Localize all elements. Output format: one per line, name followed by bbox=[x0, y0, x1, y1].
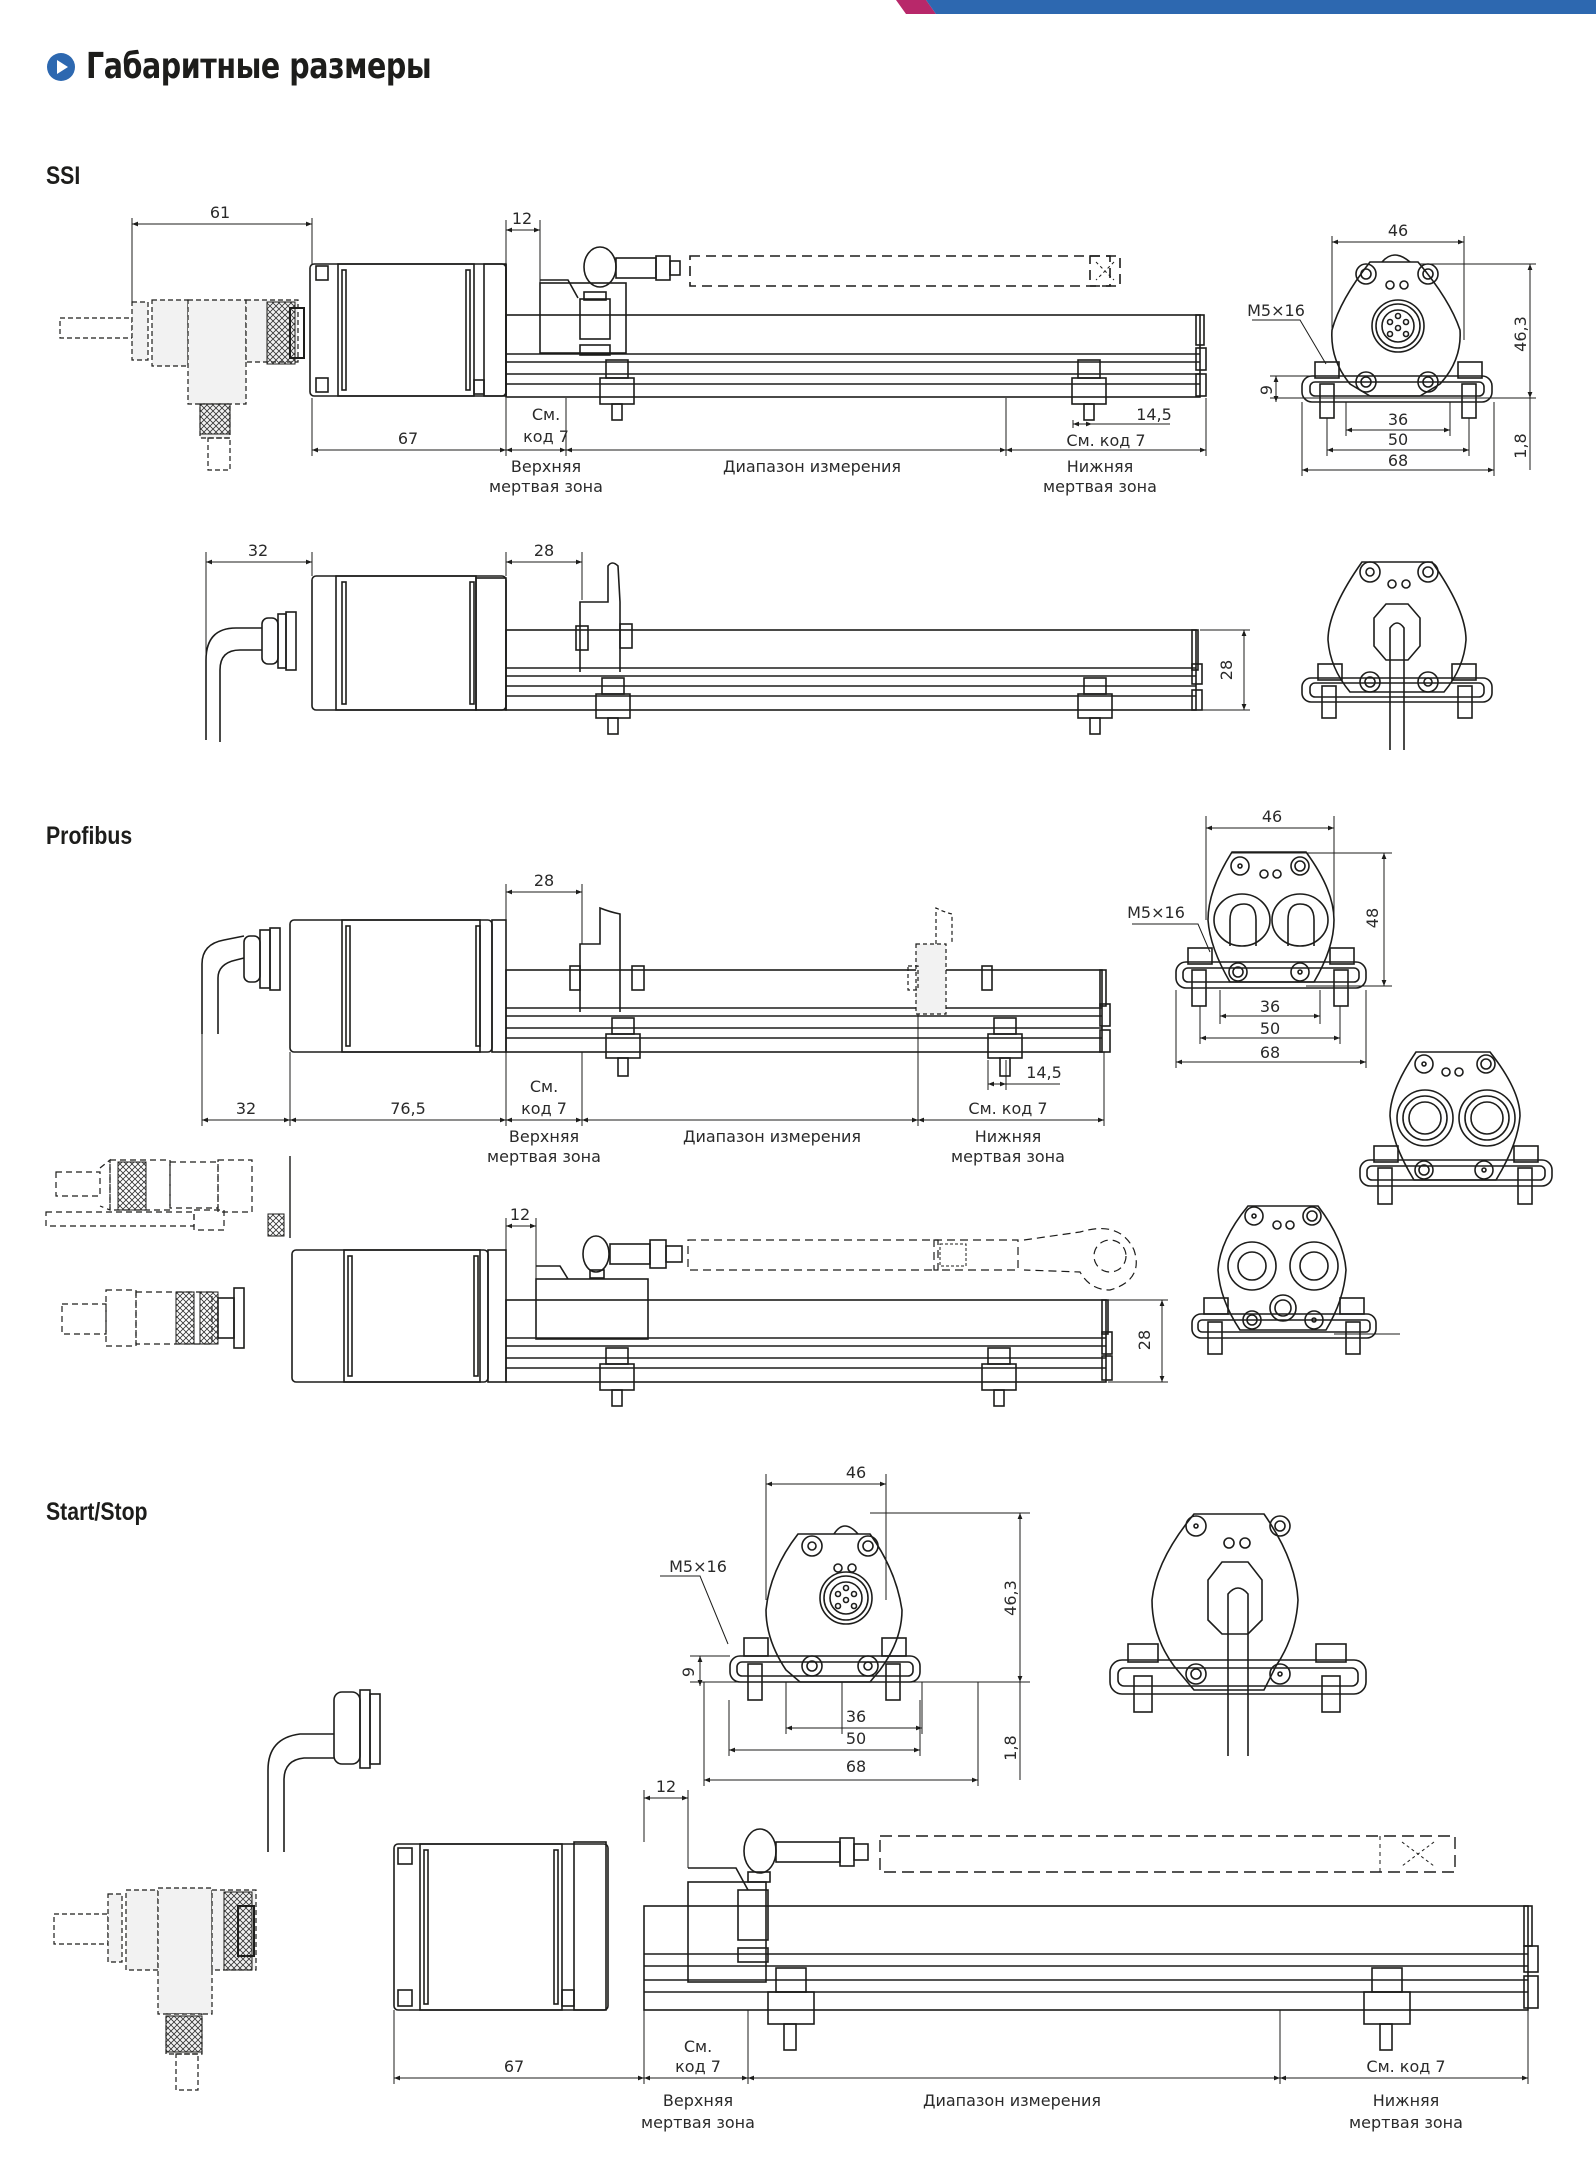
startstop-end-view-2 bbox=[1109, 1513, 1367, 1756]
pb-screw-label: M5×16 bbox=[1127, 903, 1185, 922]
ss-bottom-dead-label-2: мертвая зона bbox=[1349, 2113, 1463, 2132]
dim-ss-end-clamp-spacing: 50 bbox=[846, 1729, 866, 1748]
page-title: Габаритные размеры bbox=[46, 46, 478, 87]
profibus-end-view-1 bbox=[1175, 851, 1367, 1007]
dim-ssi-end-clamp-spacing: 50 bbox=[1388, 430, 1408, 449]
ssi-top-dead-ref-2: код 7 bbox=[523, 427, 569, 446]
profibus-end-view-3 bbox=[1191, 1205, 1400, 1355]
dim-ss-end-hole-spacing: 36 bbox=[846, 1707, 866, 1726]
dim-ss-end-overall-width: 68 bbox=[846, 1757, 866, 1776]
dim-ss-magnet-offset: 12 bbox=[656, 1777, 676, 1796]
pb-bottom-dead-label-1: Нижняя bbox=[975, 1127, 1042, 1146]
profibus-ghost-connectors bbox=[45, 1158, 253, 1231]
ss-top-dead-ref-2: код 7 bbox=[675, 2057, 721, 2076]
dim-ssi2-cable-offset: 32 bbox=[248, 541, 268, 560]
section-heading-startstop: Start/Stop bbox=[46, 1498, 148, 1526]
dim-ssi-rail-offset: 14,5 bbox=[1136, 405, 1172, 424]
dim-pb2-magnet-offset: 12 bbox=[510, 1205, 530, 1224]
dim-ssi-head-length: 67 bbox=[398, 429, 418, 448]
ssi-top-dead-ref-1: См. bbox=[532, 405, 560, 424]
section-heading-profibus: Profibus bbox=[46, 822, 133, 850]
dim-ssi-magnet-offset: 12 bbox=[512, 209, 532, 228]
dim-ss-head-length: 67 bbox=[504, 2057, 524, 2076]
dim-ss-end-base-offset: 1,8 bbox=[1001, 1735, 1020, 1760]
profibus-end-view-2 bbox=[1359, 1051, 1553, 1205]
dim-ssi-end-hole-spacing: 36 bbox=[1388, 410, 1408, 429]
ssi-top-dead-label-1: Верхняя bbox=[511, 457, 581, 476]
dim-pb-end-width: 46 bbox=[1262, 807, 1282, 826]
ssi-top-dead-label-2: мертвая зона bbox=[489, 477, 603, 496]
profibus-dims-1 bbox=[201, 884, 1105, 1126]
dim-pb2-profile-height: 28 bbox=[1135, 1330, 1154, 1350]
dim-pb-rail-offset: 14,5 bbox=[1026, 1063, 1062, 1082]
ssi-side-view-1 bbox=[59, 246, 1207, 471]
dim-ssi2-profile-height: 28 bbox=[1217, 660, 1236, 680]
ssi-end-dims bbox=[1252, 236, 1536, 476]
ssi-range-label: Диапазон измерения bbox=[723, 457, 901, 476]
dim-pb-magnet-offset: 28 bbox=[534, 871, 554, 890]
dim-ssi2-magnet-offset: 28 bbox=[534, 541, 554, 560]
dim-ssi-end-overall-width: 68 bbox=[1388, 451, 1408, 470]
dim-ssi-connector-length: 61 bbox=[210, 203, 230, 222]
dimension-labels: 61 12 67 См. код 7 Верхняя мертвая зона … bbox=[210, 203, 1530, 2132]
ss-top-dead-label-2: мертвая зона bbox=[641, 2113, 755, 2132]
profibus-side-view-2 bbox=[61, 1228, 1137, 1407]
ssi-bottom-dead-label-1: Нижняя bbox=[1067, 457, 1134, 476]
startstop-end-view-1 bbox=[729, 1525, 921, 1701]
pb-top-dead-label-1: Верхняя bbox=[509, 1127, 579, 1146]
dim-ss-end-clamp-height: 9 bbox=[679, 1667, 698, 1677]
startstop-end-dims bbox=[660, 1474, 1030, 1786]
section-heading-ssi: SSI bbox=[46, 162, 81, 190]
ssi-screw-label: M5×16 bbox=[1247, 301, 1305, 320]
dim-pb-end-height: 48 bbox=[1363, 908, 1382, 928]
pb-range-label: Диапазон измерения bbox=[683, 1127, 861, 1146]
ss-range-label: Диапазон измерения bbox=[923, 2091, 1101, 2110]
ssi-bottom-dead-label-2: мертвая зона bbox=[1043, 477, 1157, 496]
ssi-end-view bbox=[1301, 254, 1493, 419]
ss-top-dead-label-1: Верхняя bbox=[663, 2091, 733, 2110]
dim-pb-end-hole-spacing: 36 bbox=[1260, 997, 1280, 1016]
pb-top-dead-label-2: мертвая зона bbox=[487, 1147, 601, 1166]
ss-bottom-dead-ref: См. код 7 bbox=[1366, 2057, 1445, 2076]
dim-ss-end-height: 46,3 bbox=[1001, 1580, 1020, 1616]
pb-top-dead-ref-1: См. bbox=[530, 1077, 558, 1096]
dim-ss-end-width: 46 bbox=[846, 1463, 866, 1482]
pb-bottom-dead-ref: См. код 7 bbox=[968, 1099, 1047, 1118]
ssi-end-view-2 bbox=[1301, 561, 1493, 750]
dim-pb-end-overall-width: 68 bbox=[1260, 1043, 1280, 1062]
dim-ssi-end-clamp-height: 9 bbox=[1257, 385, 1276, 395]
profibus-end-dims bbox=[1132, 816, 1392, 1068]
ssi-side-view-2 bbox=[205, 562, 1203, 742]
profibus-dims-2 bbox=[505, 1218, 1168, 1383]
ssi-dims-2 bbox=[205, 552, 1250, 740]
startstop-dims bbox=[393, 1790, 1529, 2084]
dim-pb-cable-offset: 32 bbox=[236, 1099, 256, 1118]
ss-top-dead-ref-1: См. bbox=[684, 2037, 712, 2056]
profibus-side-view-1 bbox=[201, 906, 1111, 1077]
ssi-dims-1 bbox=[131, 218, 1207, 456]
dim-ssi-end-height: 46,3 bbox=[1511, 316, 1530, 352]
dim-ssi-end-base-offset: 1,8 bbox=[1511, 433, 1530, 458]
ss-bottom-dead-label-1: Нижняя bbox=[1373, 2091, 1440, 2110]
ss-screw-label: M5×16 bbox=[669, 1557, 727, 1576]
dim-pb-end-clamp-spacing: 50 bbox=[1260, 1019, 1280, 1038]
header-accent-bar bbox=[896, 0, 1596, 14]
dim-ssi-end-width: 46 bbox=[1388, 221, 1408, 240]
pb-top-dead-ref-2: код 7 bbox=[521, 1099, 567, 1118]
dim-pb-head-length: 76,5 bbox=[390, 1099, 426, 1118]
page-title-text: Габаритные размеры bbox=[86, 46, 432, 87]
startstop-side-view bbox=[53, 1689, 1539, 2091]
ssi-bottom-dead-ref: См. код 7 bbox=[1066, 431, 1145, 450]
pb-bottom-dead-label-2: мертвая зона bbox=[951, 1147, 1065, 1166]
play-circle-icon bbox=[47, 52, 75, 81]
